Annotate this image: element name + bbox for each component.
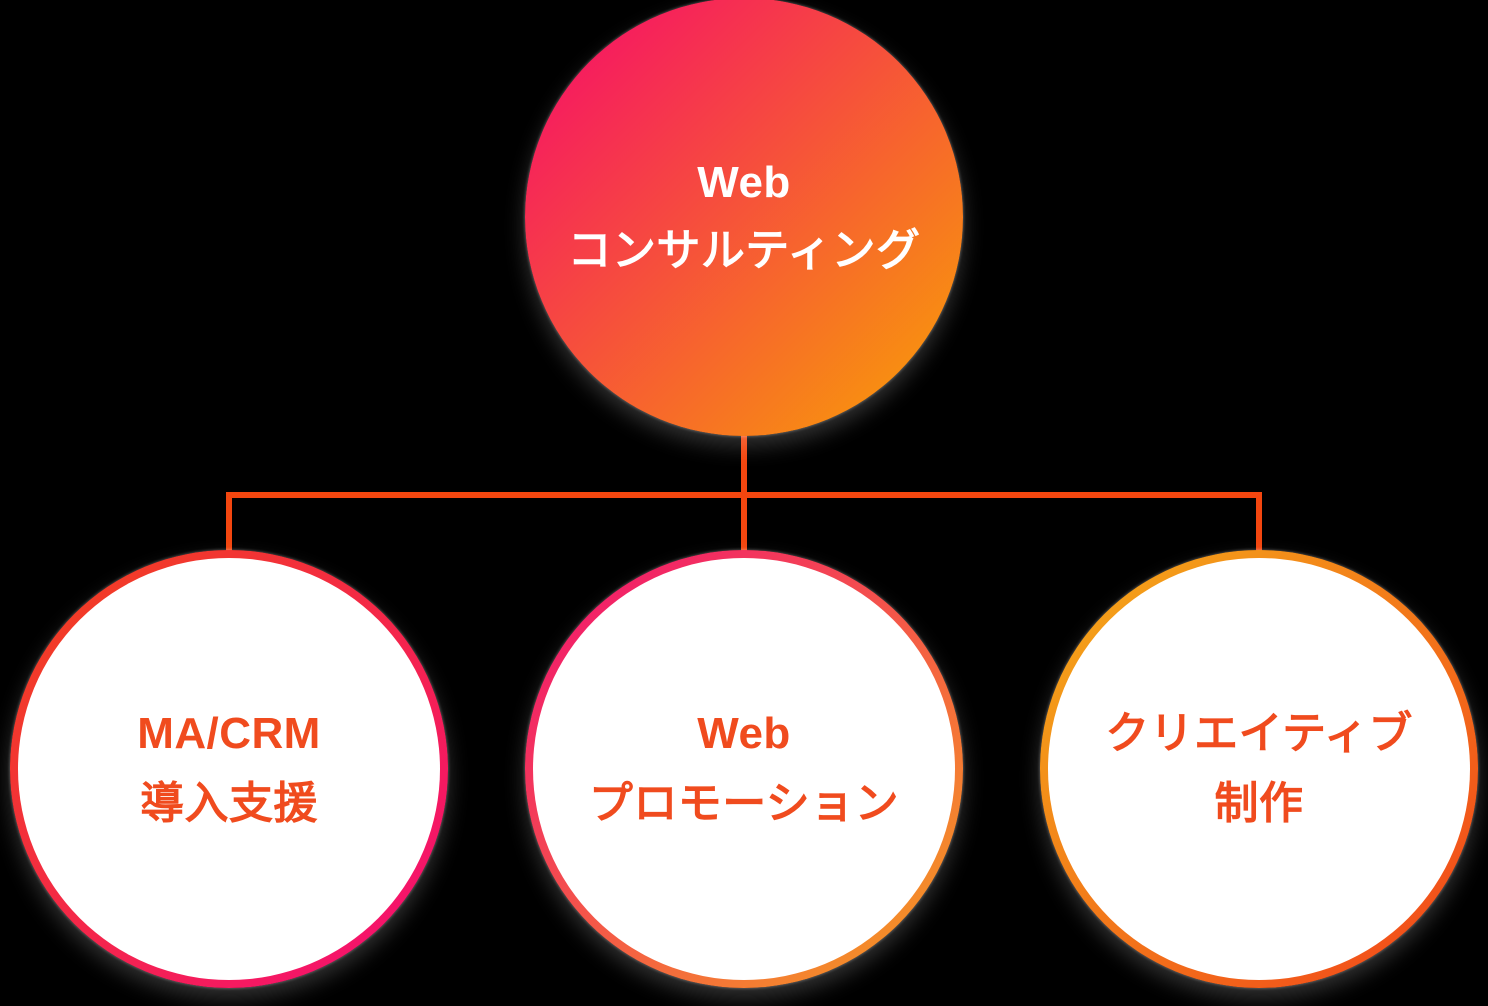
node-web-consulting-label-line2: コンサルティング xyxy=(567,226,921,275)
node-creative-production: クリエイティブ 制作 xyxy=(1040,550,1478,988)
connector-horizontal xyxy=(226,492,1262,498)
node-ma-crm-support: MA/CRM 導入支援 xyxy=(10,550,448,988)
node-creative-production-label-line1: クリエイティブ xyxy=(1105,709,1413,758)
node-ma-crm-support-label-line2: 導入支援 xyxy=(140,779,318,828)
node-ma-crm-support-label-line1: MA/CRM xyxy=(137,709,321,758)
connector-root-vertical xyxy=(741,425,747,556)
connector-right-vertical xyxy=(1256,492,1262,556)
node-ma-crm-support-face: MA/CRM 導入支援 xyxy=(18,558,440,980)
connector-left-vertical xyxy=(226,492,232,556)
node-web-promotion-face: Web プロモーション xyxy=(533,558,955,980)
node-web-consulting-label-line1: Web xyxy=(697,158,791,207)
node-web-promotion-label-line2: プロモーション xyxy=(588,779,900,828)
node-web-consulting: Web コンサルティング xyxy=(525,0,963,436)
node-creative-production-label-line2: 制作 xyxy=(1214,779,1304,828)
node-web-promotion: Web プロモーション xyxy=(525,550,963,988)
node-creative-production-face: クリエイティブ 制作 xyxy=(1048,558,1470,980)
node-web-promotion-label-line1: Web xyxy=(697,709,791,758)
